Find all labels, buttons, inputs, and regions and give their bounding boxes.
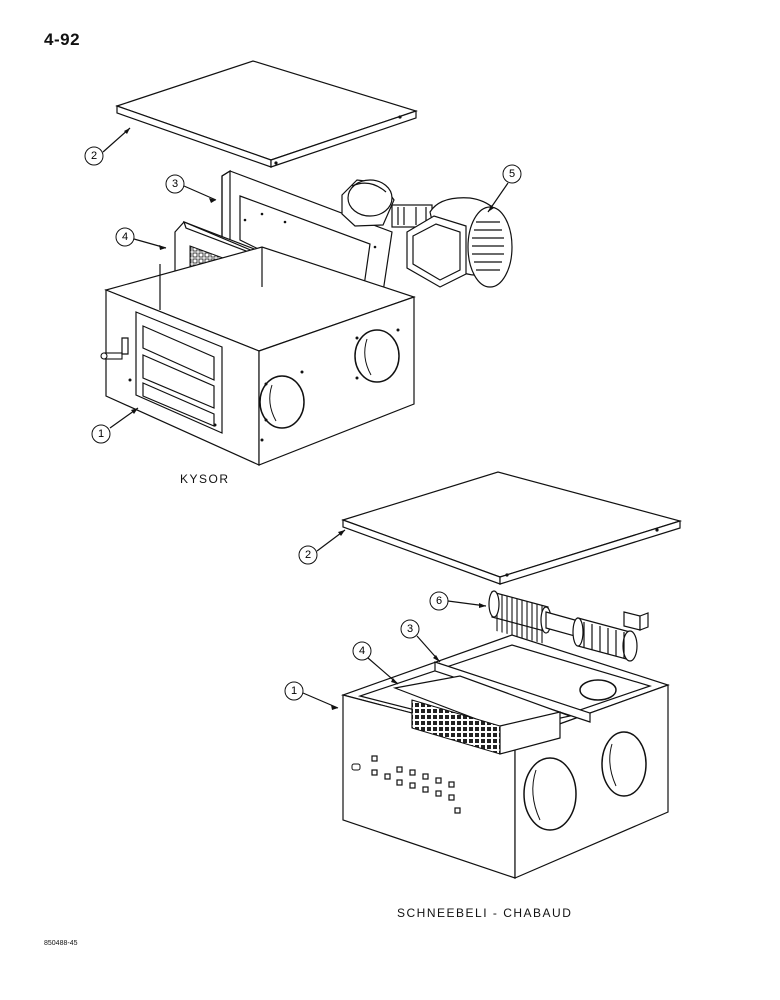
sch-side-hole-rear bbox=[601, 731, 647, 797]
schneebeli-caption: SCHNEEBELI - CHABAUD bbox=[397, 906, 573, 920]
kysor-callout-5: 5 bbox=[487, 164, 522, 213]
kysor-callout-4: 4 bbox=[115, 227, 167, 250]
svg-text:4: 4 bbox=[122, 231, 128, 243]
svg-text:2: 2 bbox=[305, 549, 311, 561]
sch-filter bbox=[392, 675, 573, 755]
svg-text:1: 1 bbox=[98, 428, 104, 440]
kysor-caption: KYSOR bbox=[180, 472, 230, 486]
kysor-callout-2: 2 bbox=[84, 127, 131, 166]
sch-cover-plate bbox=[341, 471, 683, 585]
kysor-cover-plate bbox=[115, 60, 418, 168]
document-code: 850488-45 bbox=[44, 940, 78, 947]
svg-text:1: 1 bbox=[291, 685, 297, 697]
sch-callout-4: 4 bbox=[352, 641, 399, 685]
sch-control-panel bbox=[351, 755, 461, 814]
svg-text:2: 2 bbox=[91, 150, 97, 162]
sch-side-hole-front bbox=[523, 757, 577, 831]
svg-text:3: 3 bbox=[172, 178, 178, 190]
svg-text:4: 4 bbox=[359, 645, 365, 657]
sch-tangential-blower bbox=[488, 590, 649, 662]
svg-text:3: 3 bbox=[407, 623, 413, 635]
sch-heater-box bbox=[340, 634, 670, 879]
sch-callout-3: 3 bbox=[400, 619, 441, 663]
kysor-blower-motor bbox=[341, 179, 513, 288]
svg-text:6: 6 bbox=[436, 595, 442, 607]
kysor-heater-box bbox=[100, 246, 416, 466]
svg-text:5: 5 bbox=[509, 168, 515, 180]
page-number: 4-92 bbox=[44, 30, 81, 49]
kysor-side-hole-rear bbox=[354, 329, 400, 383]
schneebeli-assembly: 2 6 3 4 1 bbox=[284, 471, 683, 879]
sch-callout-6: 6 bbox=[429, 591, 487, 611]
sch-callout-2: 2 bbox=[298, 529, 346, 565]
sch-callout-1: 1 bbox=[284, 681, 339, 710]
kysor-callout-1: 1 bbox=[91, 407, 139, 444]
sch-partition bbox=[434, 661, 591, 723]
kysor-callout-3: 3 bbox=[165, 174, 217, 203]
kysor-assembly: 2 3 4 5 1 bbox=[84, 60, 522, 466]
sch-top-hole bbox=[579, 679, 617, 701]
